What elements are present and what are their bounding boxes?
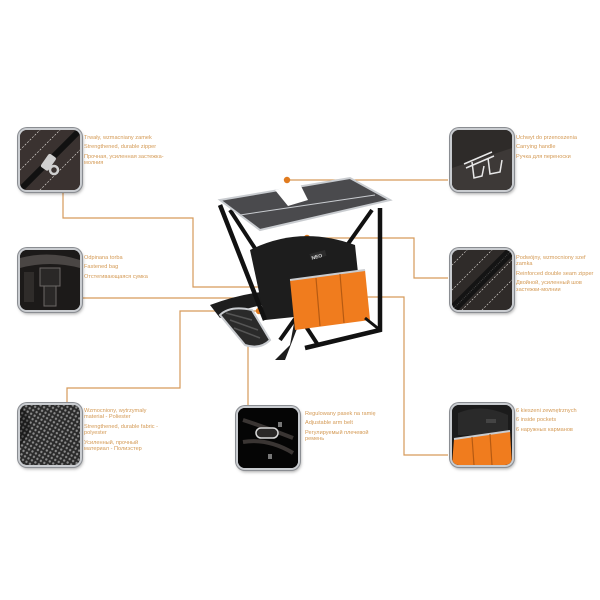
- caption-en: Reinforced double seam zipper: [516, 270, 594, 277]
- fabric-caption: Wzmocniony, wytrzymały materiał - Polies…: [84, 408, 164, 455]
- arm-belt-caption: Regulowany pasek na ramię Adjustable arm…: [305, 411, 385, 446]
- caption-ru: Усиленный, прочный материал - Полиэстер: [84, 439, 142, 453]
- caption-ru: Прочная, усиленная застежка-молния: [84, 153, 164, 167]
- pockets-thumbnail: [450, 403, 514, 467]
- seam-zipper-thumbnail: [450, 248, 514, 312]
- fabric-thumbnail: [18, 403, 82, 467]
- caption-ru: Отстегивающаяся сумка: [84, 273, 148, 280]
- pockets-icon: [452, 405, 512, 465]
- handle-caption: Uchwyt do przenoszenia Carrying handle Р…: [516, 135, 596, 163]
- caption-en: Adjustable arm belt: [305, 420, 353, 427]
- caption-ru: Двойной, усиленный шов застежки-молнии: [516, 280, 582, 293]
- caption-pl: Regulowany pasek na ramię: [305, 411, 376, 417]
- caption-ru: Ручка для переноски: [516, 153, 571, 160]
- shoulder-strap-icon: [238, 408, 298, 468]
- product-image-stool-bag: NEO: [190, 170, 410, 360]
- caption-en: Strengthened, durable zipper: [84, 144, 157, 151]
- caption-pl: Odpinana torba: [84, 255, 123, 261]
- zipper-caption: Trwały, wzmacniany zamek Strengthened, d…: [84, 135, 164, 170]
- caption-en: Strengthened, durable fabric - polyester: [84, 423, 159, 437]
- zipper-icon: [20, 130, 80, 190]
- caption-en: Fastened bag: [84, 264, 119, 271]
- caption-pl: Uchwyt do przenoszenia: [516, 135, 577, 141]
- caption-pl: Podwójny, wzmocniony szef zamka: [516, 255, 586, 268]
- seam-zipper-icon: [452, 250, 512, 310]
- caption-en: 6 inside pockets: [516, 417, 557, 424]
- caption-pl: 6 kieszeni zewnętrznych: [516, 408, 577, 414]
- caption-pl: Trwały, wzmacniany zamek: [84, 135, 152, 141]
- fabric-texture-icon: [20, 405, 80, 465]
- strap-thumbnail: [236, 406, 300, 470]
- handle-thumbnail: [450, 128, 514, 192]
- caption-pl: Wzmocniony, wytrzymały materiał - Polies…: [84, 408, 147, 421]
- stool-bag-illustration: NEO: [210, 176, 393, 360]
- caption-ru: 6 наружных карманов: [516, 426, 573, 433]
- fastened-bag-caption: Odpinana torba Fastened bag Отстегивающа…: [84, 255, 164, 283]
- caption-ru: Регулируемый плечевой ремень: [305, 429, 369, 443]
- zipper-thumbnail: [18, 128, 82, 192]
- double-seam-caption: Podwójny, wzmocniony szef zamka Reinforc…: [516, 255, 596, 296]
- pockets-caption: 6 kieszeni zewnętrznych 6 inside pockets…: [516, 408, 596, 436]
- handle-icon: [452, 130, 512, 190]
- buckle-icon: [20, 250, 80, 310]
- caption-en: Carrying handle: [516, 144, 556, 151]
- buckle-thumbnail: [18, 248, 82, 312]
- neo-logo: NEO: [311, 253, 323, 262]
